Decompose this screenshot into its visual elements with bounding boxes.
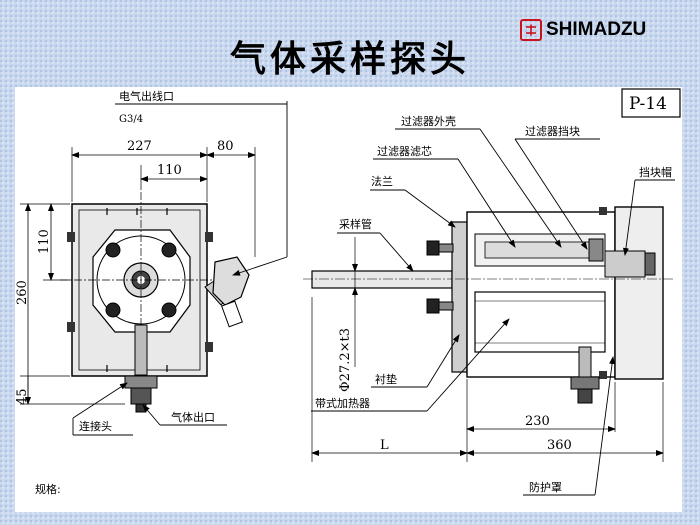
cover-label: 防护罩: [529, 480, 562, 494]
front-view: 电气出线口 G3/4 227 110 80: [15, 89, 288, 436]
technical-drawing: P-14: [15, 87, 682, 512]
shimadzu-mark-icon: [520, 19, 542, 41]
spec-label: 规格:: [35, 482, 61, 496]
gas-outlet-label: 气体出口: [171, 410, 215, 424]
dim-width: 227: [127, 139, 152, 154]
dim-half-width: 110: [157, 163, 182, 178]
outlet-label: 电气出线口: [119, 89, 174, 103]
flange-label: 法兰: [371, 174, 393, 188]
dim-lower: 45: [15, 388, 30, 405]
logo-brand-text: SHIMADZU: [546, 19, 647, 40]
shimadzu-logo: SHIMADZU: [520, 16, 690, 44]
filter-stop-label: 过滤器挡块: [525, 124, 580, 138]
connector-label: 连接头: [79, 420, 112, 433]
stop-cap-label: 挡块帽: [639, 165, 672, 179]
filter-core-label: 过滤器滤芯: [377, 144, 432, 158]
drawing-canvas: P-14: [15, 88, 681, 496]
dim-outer: 360: [547, 438, 572, 453]
drawing-code: P-14: [629, 94, 667, 114]
dim-inner: 230: [525, 414, 550, 429]
dim-length: L: [380, 438, 389, 453]
drawing-code-box: [621, 88, 681, 118]
sampling-tube-label: 采样管: [339, 217, 372, 231]
outlet-thread-label: G3/4: [119, 114, 143, 125]
slide-title: 气体采样探头: [229, 39, 470, 80]
gasket-label: 衬垫: [375, 372, 397, 386]
tube-diameter-label: Φ27.2×t3: [338, 328, 353, 392]
dim-upper: 110: [37, 229, 52, 254]
filter-housing-label: 过滤器外壳: [401, 114, 456, 128]
dim-side: 80: [217, 139, 234, 154]
band-heater-label: 带式加热器: [315, 397, 370, 410]
side-section-view: 过滤器外壳 过滤器挡块 过滤器滤芯 法兰 挡块帽 采样管 Φ2: [303, 114, 675, 496]
dim-height: 260: [15, 280, 30, 305]
